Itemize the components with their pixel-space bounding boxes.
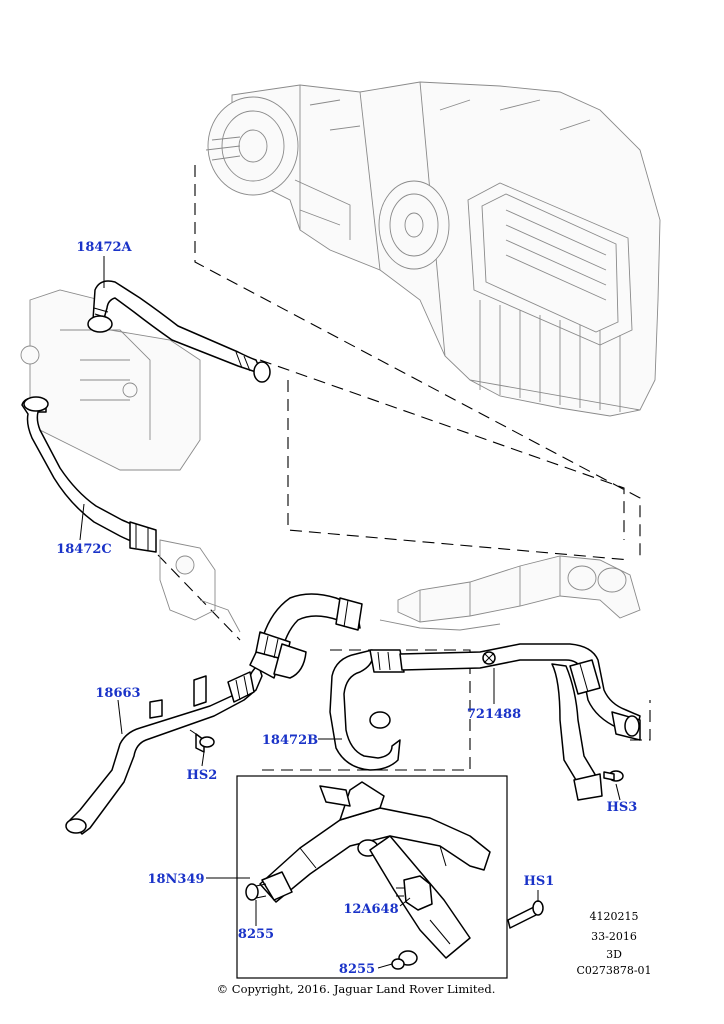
hose-18472C[interactable] — [21, 396, 157, 553]
callout-18472C[interactable]: 18472C — [56, 542, 112, 557]
callout-721488[interactable]: 721488 — [467, 707, 521, 722]
callout-HS1[interactable]: HS1 — [524, 874, 555, 889]
clip-8255-bottom[interactable] — [391, 958, 405, 970]
bolt-HS1[interactable] — [507, 900, 544, 929]
ref-line-3: 3D — [606, 948, 622, 961]
callout-18472B[interactable]: 18472B — [262, 733, 318, 748]
ref-line-2: 33-2016 — [591, 930, 637, 943]
pipe-18663[interactable] — [65, 663, 263, 835]
inset-detail-frame — [236, 775, 508, 979]
callout-labels: 18472A 18472C 18663 HS2 18472B 721488 HS… — [56, 240, 637, 977]
callout-18N349[interactable]: 18N349 — [147, 872, 204, 887]
callout-18663[interactable]: 18663 — [95, 686, 140, 701]
callout-18472A[interactable]: 18472A — [76, 240, 132, 255]
heater-core-ghost — [20, 289, 241, 633]
callout-8255-left[interactable]: 8255 — [238, 927, 274, 942]
callout-HS3[interactable]: HS3 — [607, 800, 638, 815]
sensor-12A648[interactable] — [396, 875, 433, 911]
hose-18472B[interactable] — [329, 649, 405, 771]
copyright-footer: © Copyright, 2016. Jaguar Land Rover Lim… — [217, 982, 496, 996]
hvac-unit-ghost — [205, 81, 661, 417]
engine-hose-ghost — [379, 555, 641, 631]
hose-18472A[interactable] — [87, 280, 271, 383]
callout-8255-bottom[interactable]: 8255 — [339, 962, 375, 977]
bolt-HS3[interactable] — [603, 770, 624, 782]
upper-bend-hose[interactable] — [249, 593, 363, 679]
callout-HS2[interactable]: HS2 — [187, 768, 218, 783]
bracket-18N349[interactable] — [259, 781, 491, 966]
ref-line-4: C0273878-01 — [576, 964, 651, 977]
reference-block: 4120215 33-2016 3D C0273878-01 — [576, 910, 651, 977]
callout-12A648[interactable]: 12A648 — [343, 902, 398, 917]
bolt-HS2[interactable] — [189, 729, 215, 753]
pipe-721488[interactable] — [399, 643, 641, 801]
ref-line-1: 4120215 — [590, 910, 639, 923]
leader-lines — [79, 256, 621, 969]
clip-8255-left[interactable] — [245, 883, 267, 901]
